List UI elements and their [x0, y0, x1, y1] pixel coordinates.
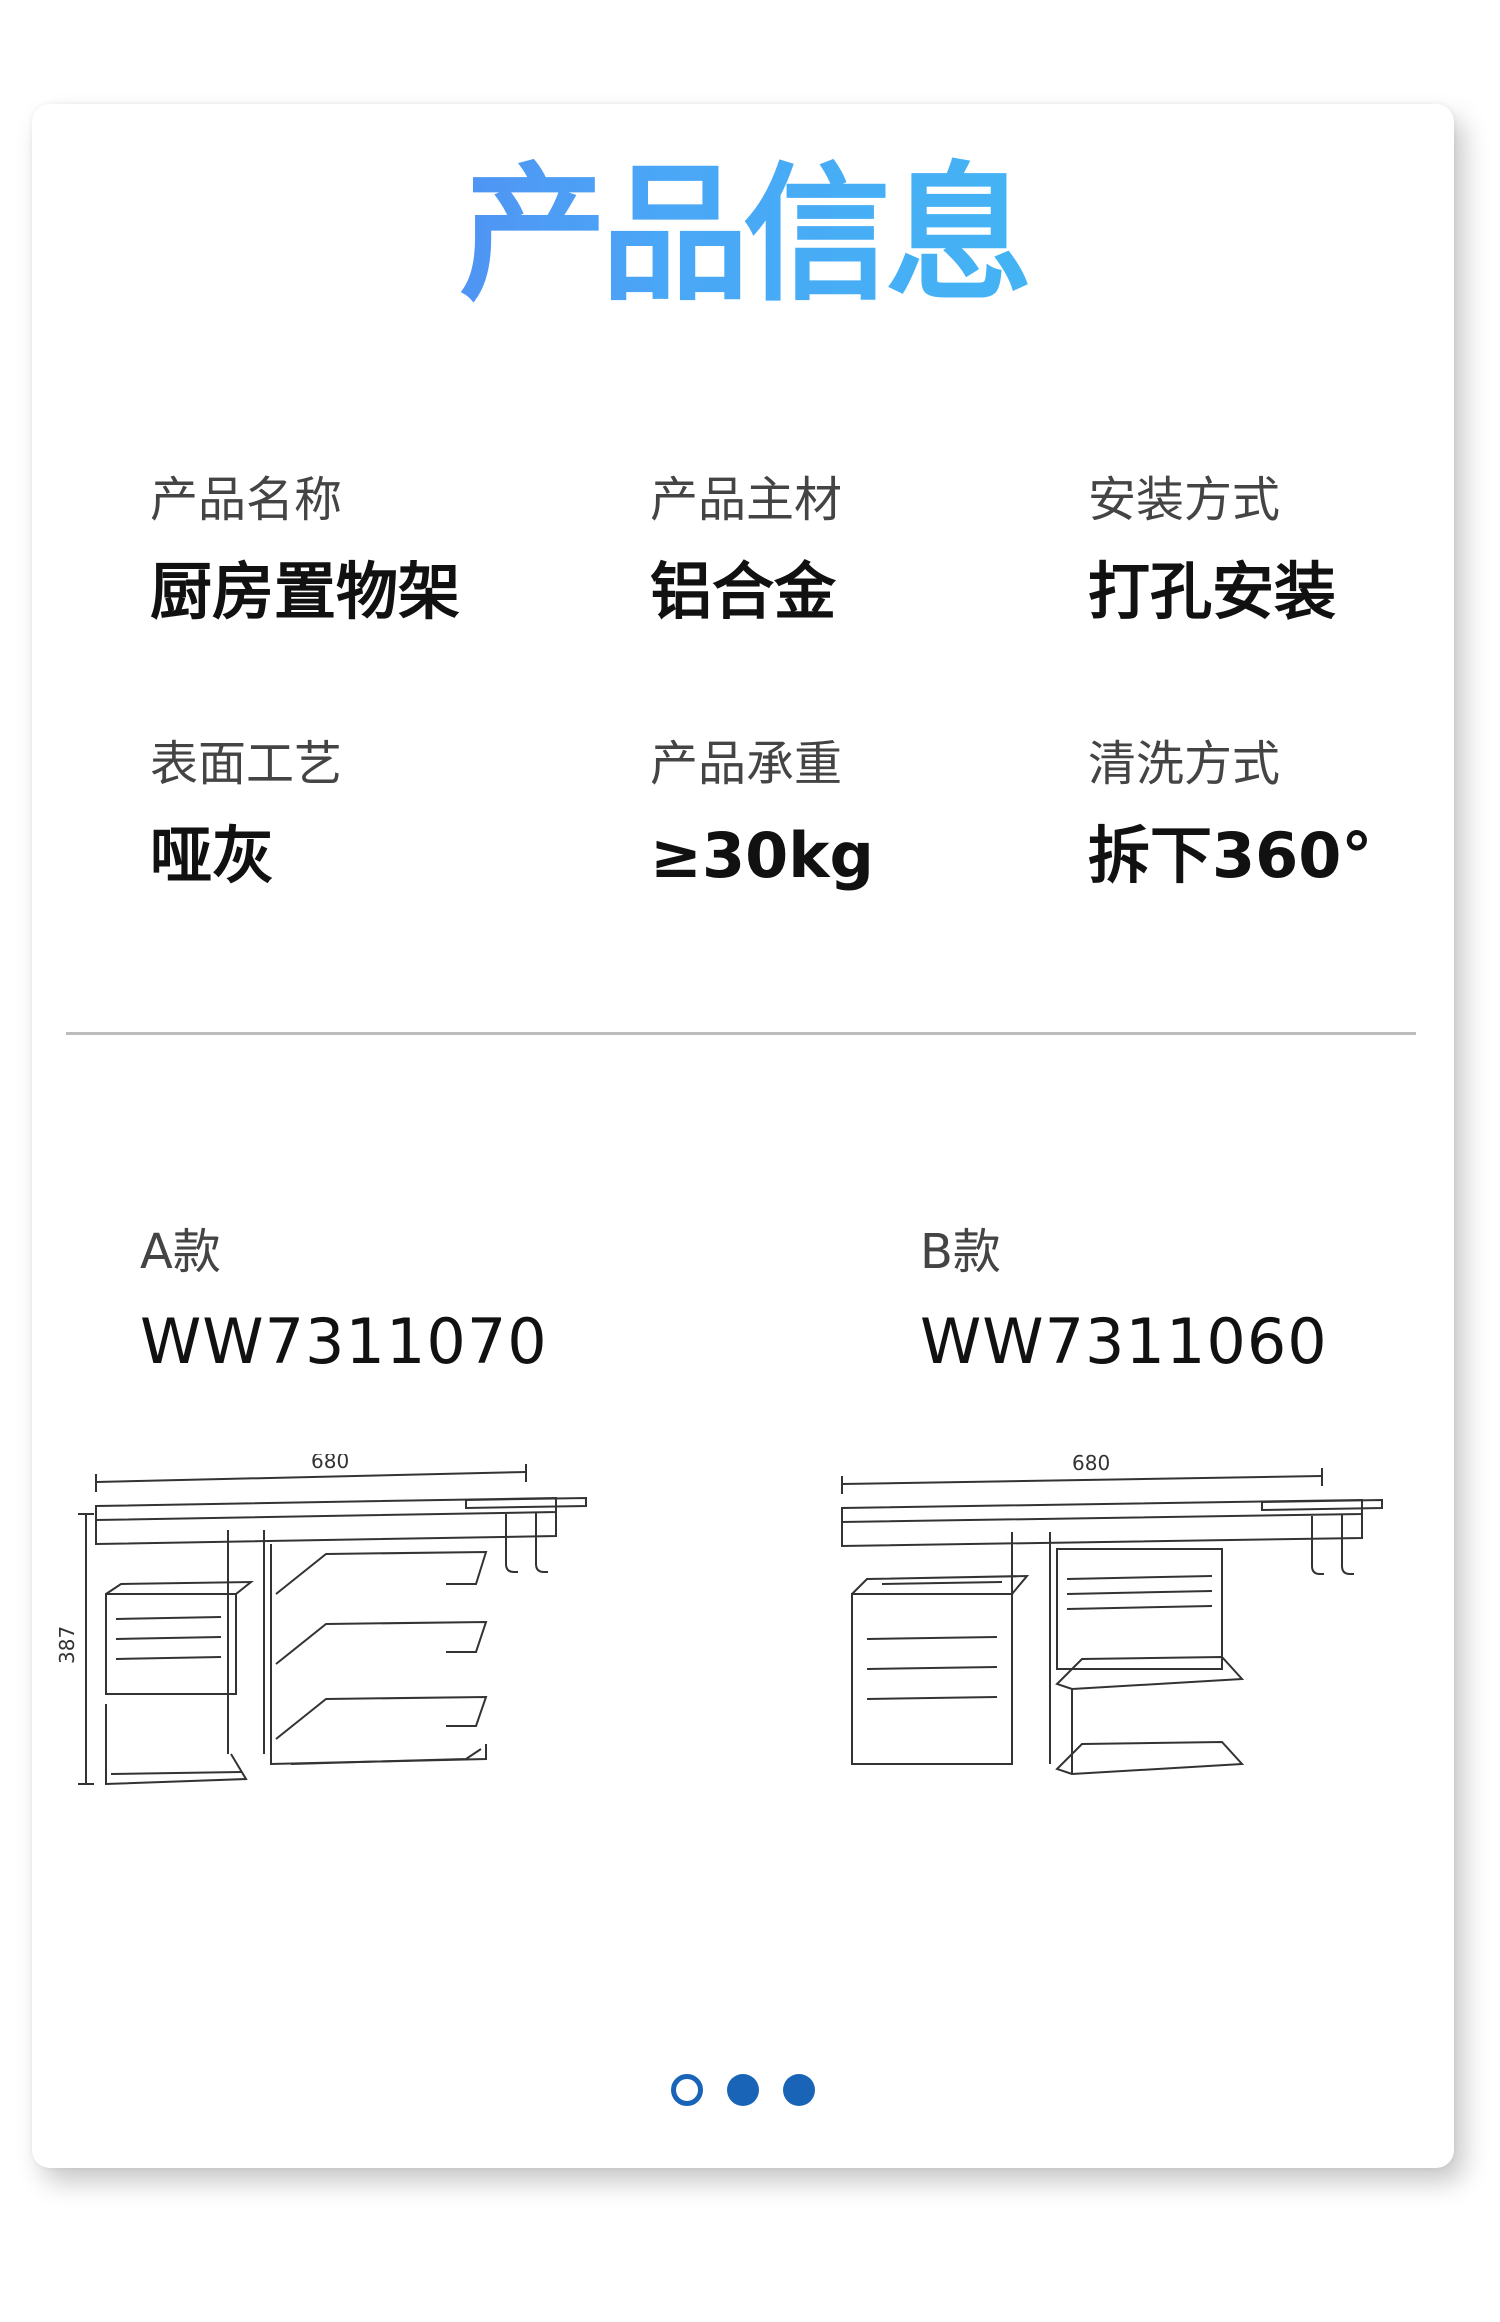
- spec-label: 清洗方式: [1088, 736, 1281, 792]
- spec-install-method: 安装方式 打孔安装: [1088, 472, 1336, 628]
- spec-label: 产品主材: [650, 472, 843, 528]
- width-dimension: 680: [1072, 1454, 1110, 1475]
- model-code: WW7311070: [140, 1305, 548, 1378]
- spec-value: 打孔安装: [1088, 555, 1337, 628]
- page-dot-1[interactable]: [671, 2074, 703, 2106]
- spec-product-name: 产品名称 厨房置物架: [150, 472, 460, 628]
- spec-label: 安装方式: [1088, 472, 1281, 528]
- spec-value: 厨房置物架: [150, 555, 461, 628]
- shelf-b-diagram: 680: [841, 1454, 1383, 1776]
- product-info-card: 产品信息 产品名称 厨房置物架 产品主材 铝合金 安装方式 打孔安装 表面工艺 …: [32, 104, 1454, 2168]
- page-dot-3[interactable]: [783, 2074, 815, 2106]
- model-label: B款: [920, 1224, 1001, 1280]
- page-dot-2[interactable]: [727, 2074, 759, 2106]
- spec-value: 哑灰: [150, 819, 275, 892]
- height-dimension: 387: [56, 1626, 79, 1664]
- spec-surface-finish: 表面工艺 哑灰: [150, 736, 342, 892]
- spec-value: 拆下360°: [1088, 819, 1373, 892]
- divider: [66, 1032, 1416, 1035]
- spec-value: ≥30kg: [650, 819, 874, 892]
- spec-cleaning-method: 清洗方式 拆下360°: [1088, 736, 1372, 892]
- model-code: WW7311060: [920, 1305, 1328, 1378]
- spec-main-material: 产品主材 铝合金: [650, 472, 842, 628]
- pagination: [32, 2074, 1454, 2106]
- spec-value: 铝合金: [650, 555, 837, 628]
- spec-label: 表面工艺: [150, 736, 343, 792]
- spec-label: 产品名称: [150, 472, 343, 528]
- model-label: A款: [140, 1224, 221, 1280]
- width-dimension: 680: [311, 1454, 349, 1473]
- spec-load-capacity: 产品承重 ≥30kg: [650, 736, 874, 892]
- page-title: 产品信息: [32, 150, 1454, 320]
- model-a: A款 WW7311070: [140, 1224, 548, 1378]
- spec-label: 产品承重: [650, 736, 843, 792]
- shelf-a-diagram: 680 387: [56, 1454, 587, 1786]
- model-b: B款 WW7311060: [920, 1224, 1328, 1378]
